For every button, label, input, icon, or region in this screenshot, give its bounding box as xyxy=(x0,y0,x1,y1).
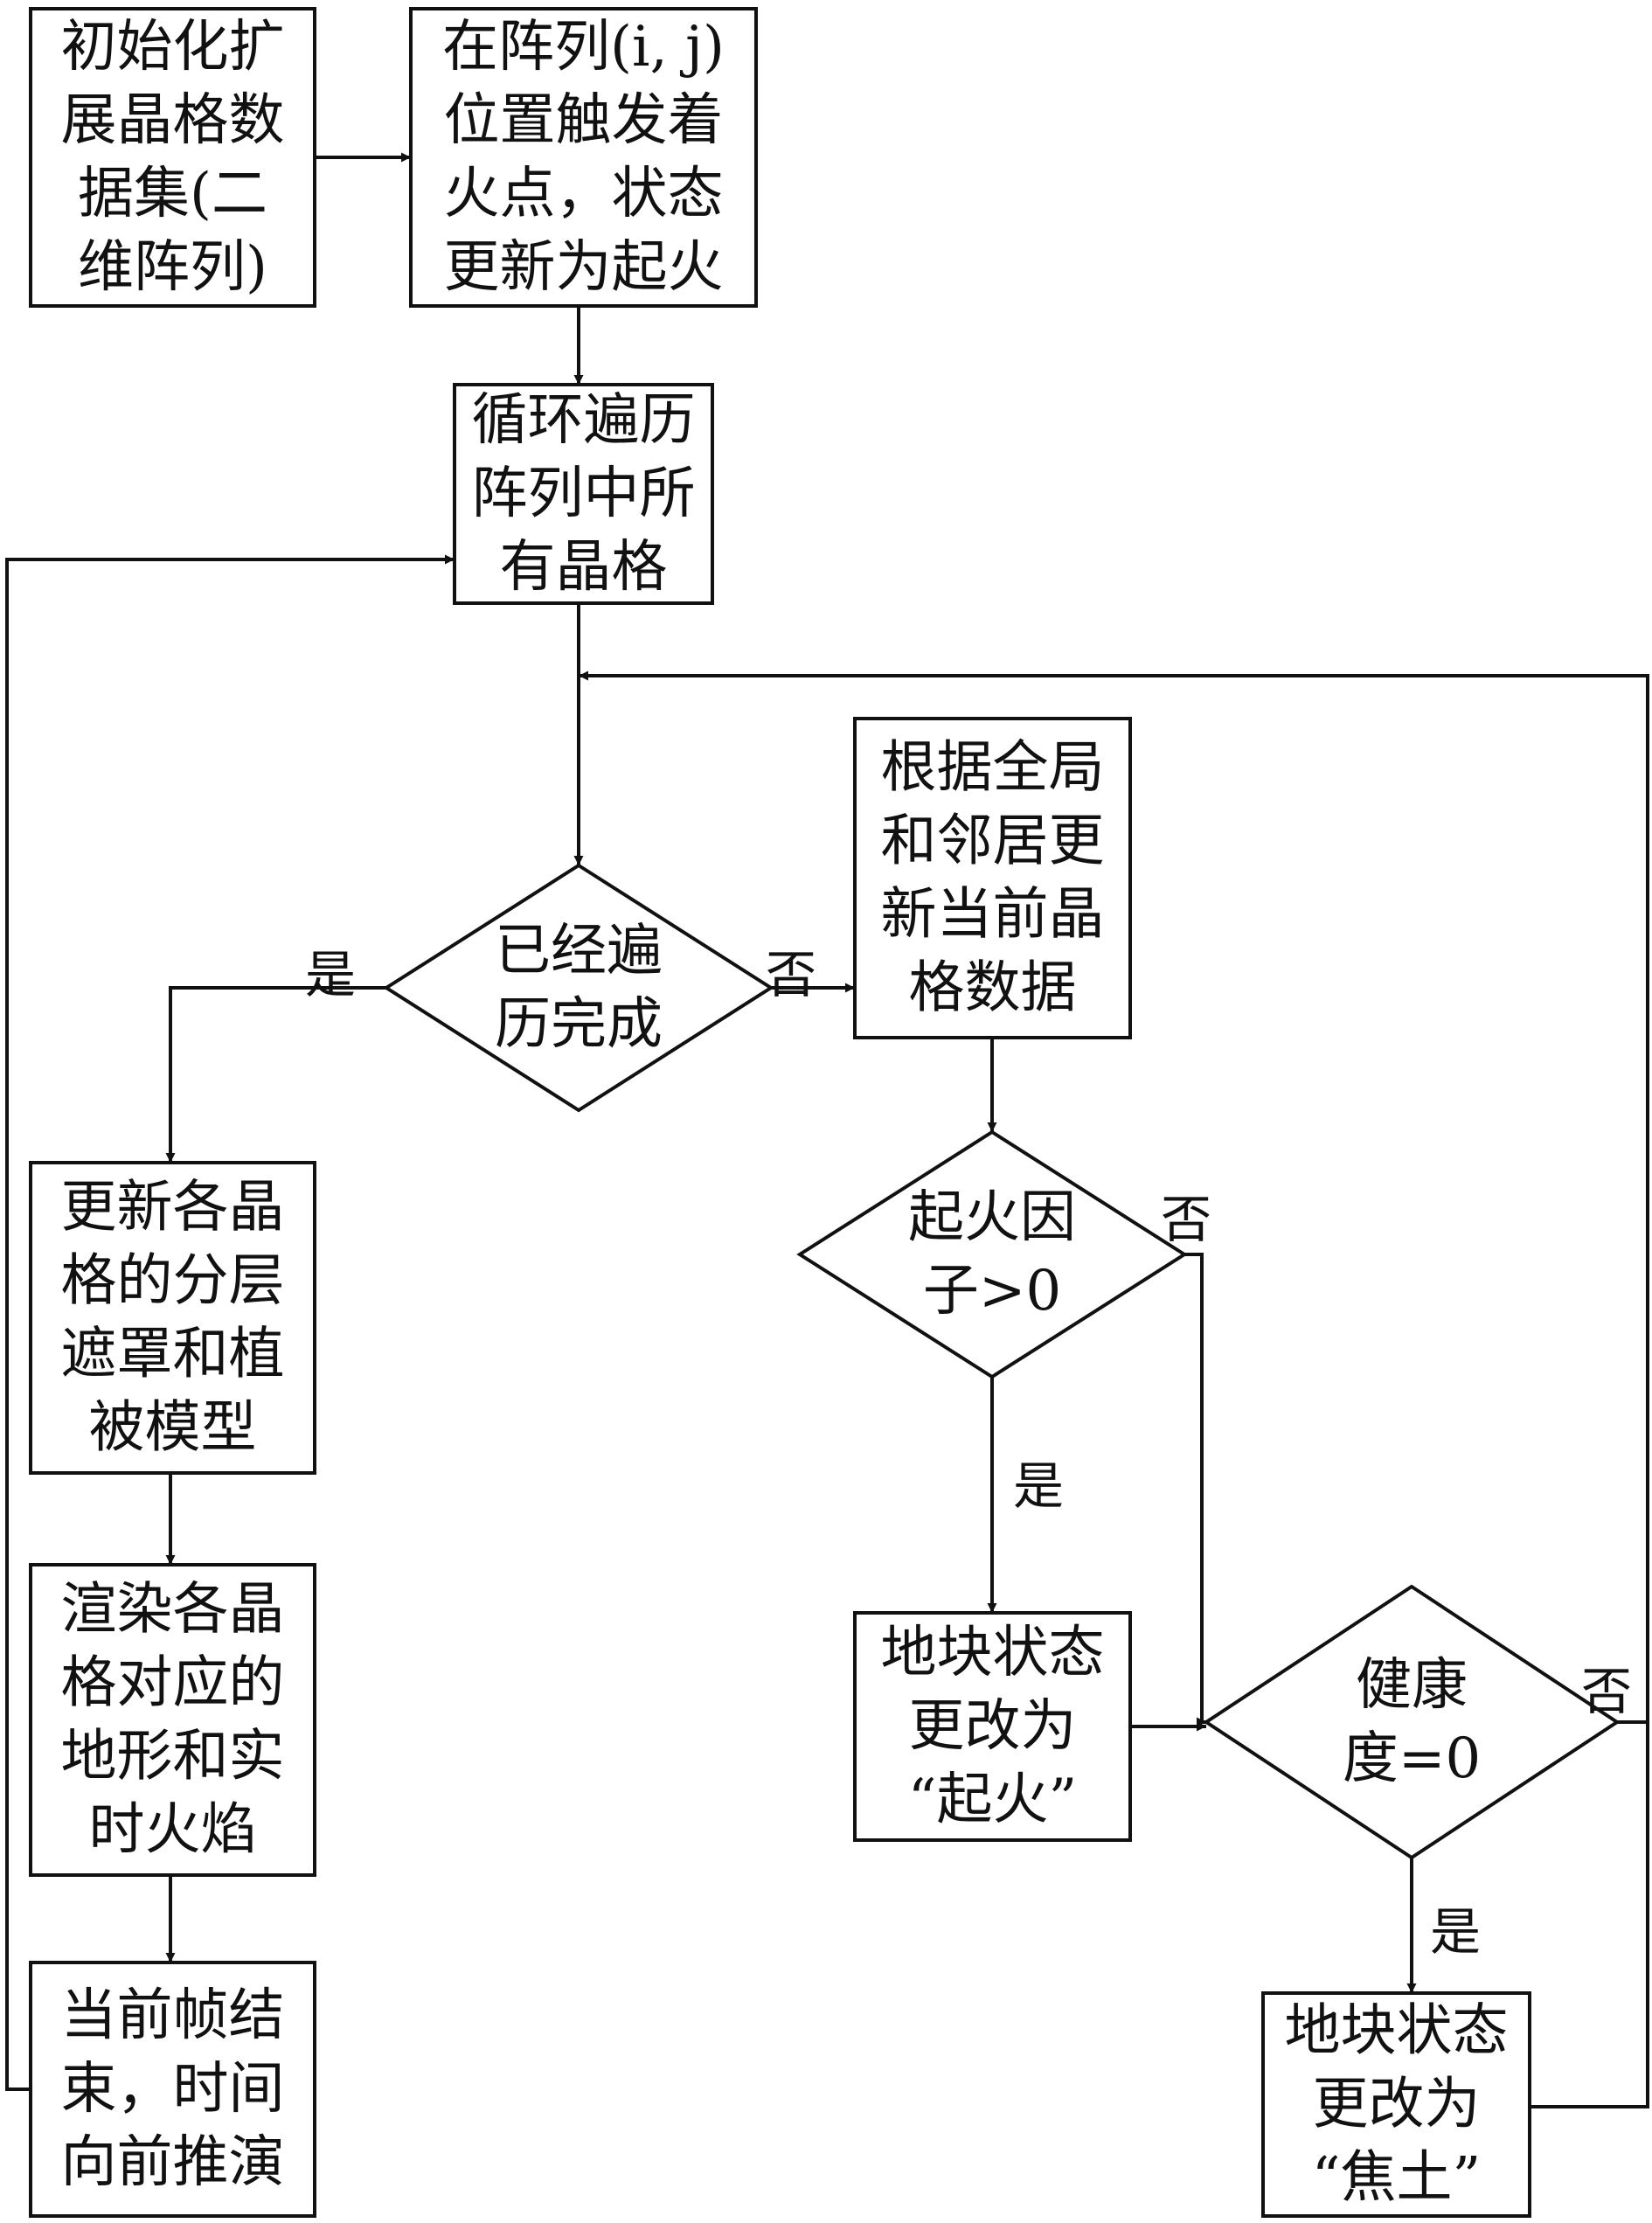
node-text-line: 地块状态 xyxy=(881,1621,1105,1685)
process-box xyxy=(1261,1991,1531,2218)
process-box xyxy=(29,1161,316,1475)
process-box xyxy=(29,7,316,308)
node-text-line: 阵列中所 xyxy=(472,462,696,526)
process-box xyxy=(453,383,714,605)
node-text-line: 地形和实 xyxy=(61,1725,285,1789)
edge-set_scorched-loop xyxy=(1530,1722,1649,2108)
node-text-line: 向前推演 xyxy=(61,2130,285,2195)
node-health: 健康度=0 xyxy=(1203,1584,1621,1860)
node-text-line: “焦土” xyxy=(1312,2146,1481,2211)
node-text-line: 在阵列(i, j) xyxy=(442,15,725,80)
node-text-line: 起火因 xyxy=(908,1185,1076,1250)
node-text-line: 据集(二 xyxy=(78,162,267,226)
edge-label: 是 xyxy=(305,945,356,1004)
node-text-line: 初始化扩 xyxy=(61,15,285,80)
node-text-line: 遮罩和植 xyxy=(61,1323,285,1387)
process-box xyxy=(29,1961,316,2218)
node-text-line: 展晶格数 xyxy=(61,88,285,153)
decision-diamond xyxy=(1203,1584,1621,1860)
decision-diamond xyxy=(383,863,774,1113)
node-text-line: 更新各晶 xyxy=(61,1176,285,1240)
node-text-line: 子>0 xyxy=(923,1259,1061,1323)
node-text-line: 已经遍 xyxy=(495,919,663,983)
node-text-line: 时火焰 xyxy=(89,1798,257,1863)
process-box xyxy=(409,7,758,308)
process-box xyxy=(853,1611,1132,1842)
edge-label: 否 xyxy=(1161,1190,1211,1249)
edge-label: 否 xyxy=(766,945,816,1004)
edge-health-loop xyxy=(579,670,1649,1724)
connectors xyxy=(5,152,1649,2108)
node-text-line: 束，时间 xyxy=(61,2057,285,2122)
edge-label: 是 xyxy=(1013,1456,1064,1516)
node-text-line: 被模型 xyxy=(89,1396,257,1461)
process-box xyxy=(853,717,1132,1039)
node-text-line: 历完成 xyxy=(495,992,663,1057)
decision-diamond xyxy=(796,1129,1188,1379)
edge-ignite_factor-health xyxy=(1184,1253,1206,1727)
node-text-line: 维阵列) xyxy=(78,235,267,300)
node-text-line: 格数据 xyxy=(909,956,1077,1021)
edge-done-update_masks xyxy=(165,986,386,1163)
node-text-line: 火点，状态 xyxy=(444,162,724,226)
node-text-line: 地块状态 xyxy=(1285,1999,1509,2064)
node-text-line: 格的分层 xyxy=(61,1249,285,1314)
edge-label: 是 xyxy=(1430,1902,1481,1962)
edge-frame_end-loop xyxy=(5,554,455,2091)
node-text-line: 度=0 xyxy=(1343,1726,1481,1791)
edge-label: 否 xyxy=(1581,1662,1632,1721)
node-text-line: 健康 xyxy=(1356,1653,1468,1718)
node-text-line: 更新为起火 xyxy=(444,235,724,300)
node-text-line: 更改为 xyxy=(1313,2073,1481,2137)
node-text-line: 和邻居更 xyxy=(881,809,1105,874)
node-text-line: 位置触发着 xyxy=(444,88,724,153)
node-text-line: 格对应的 xyxy=(61,1651,285,1716)
node-text-line: 有晶格 xyxy=(500,535,668,600)
node-text-line: 根据全局 xyxy=(881,736,1105,801)
node-text-line: 循环遍历 xyxy=(472,388,696,453)
node-text-line: 新当前晶 xyxy=(881,883,1105,948)
process-box xyxy=(29,1563,316,1877)
node-text-line: 更改为 xyxy=(909,1694,1077,1759)
node-text-line: 渲染各晶 xyxy=(61,1578,285,1643)
node-text-line: “起火” xyxy=(908,1768,1077,1832)
node-text-line: 当前帧结 xyxy=(61,1983,285,2048)
